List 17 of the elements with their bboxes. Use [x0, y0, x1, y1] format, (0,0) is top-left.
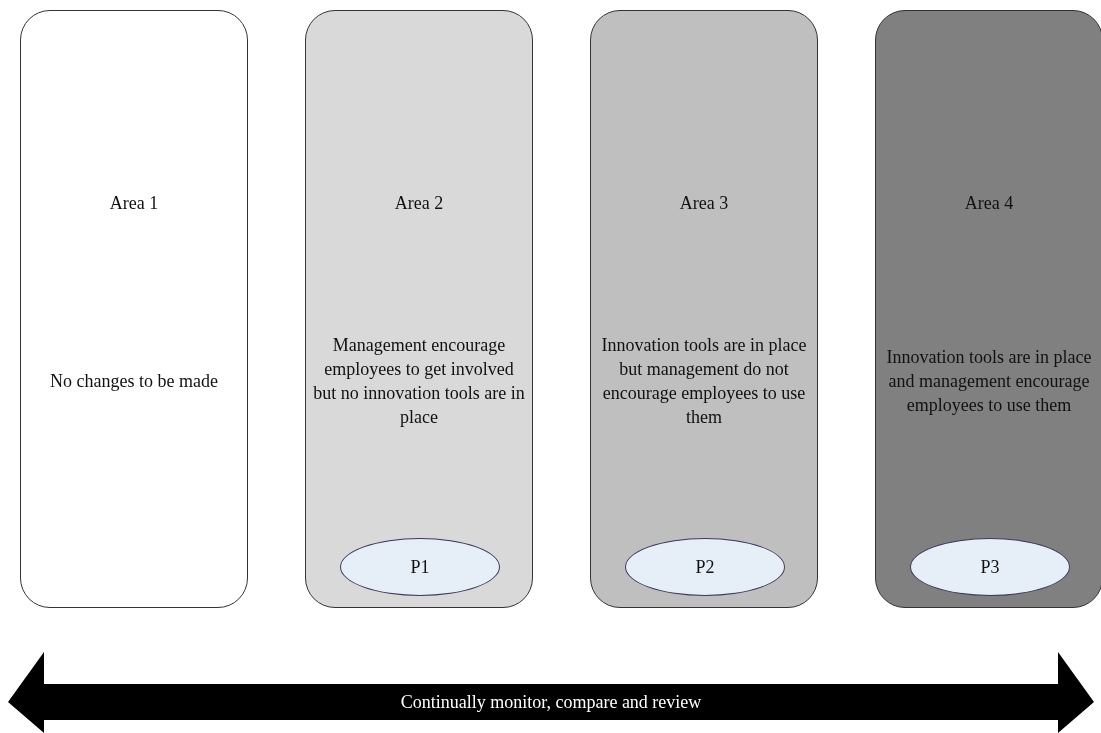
phase-label: P2 — [695, 556, 715, 578]
area-column — [305, 10, 533, 608]
phase-label: P1 — [410, 556, 430, 578]
area-description: Management encourage employees to get involved but no innovation tools are in place — [312, 334, 526, 429]
area-heading: Area 2 — [393, 193, 445, 214]
area-column — [875, 10, 1101, 608]
area-description: Innovation tools are in place and management encourage employees to use them — [885, 346, 1093, 417]
arrow-caption: Continually monitor, compare and review — [399, 691, 703, 713]
area-heading: Area 3 — [678, 193, 730, 214]
area-column — [590, 10, 818, 608]
double-headed-arrow-band — [8, 652, 1094, 733]
area-column — [20, 10, 248, 608]
area-description: No changes to be made — [50, 370, 218, 393]
area-description: Innovation tools are in place but management do not encourage employees to use them — [600, 334, 808, 429]
area-heading: Area 1 — [108, 193, 160, 214]
phase-label: P3 — [980, 556, 1000, 578]
area-heading: Area 4 — [963, 193, 1015, 214]
